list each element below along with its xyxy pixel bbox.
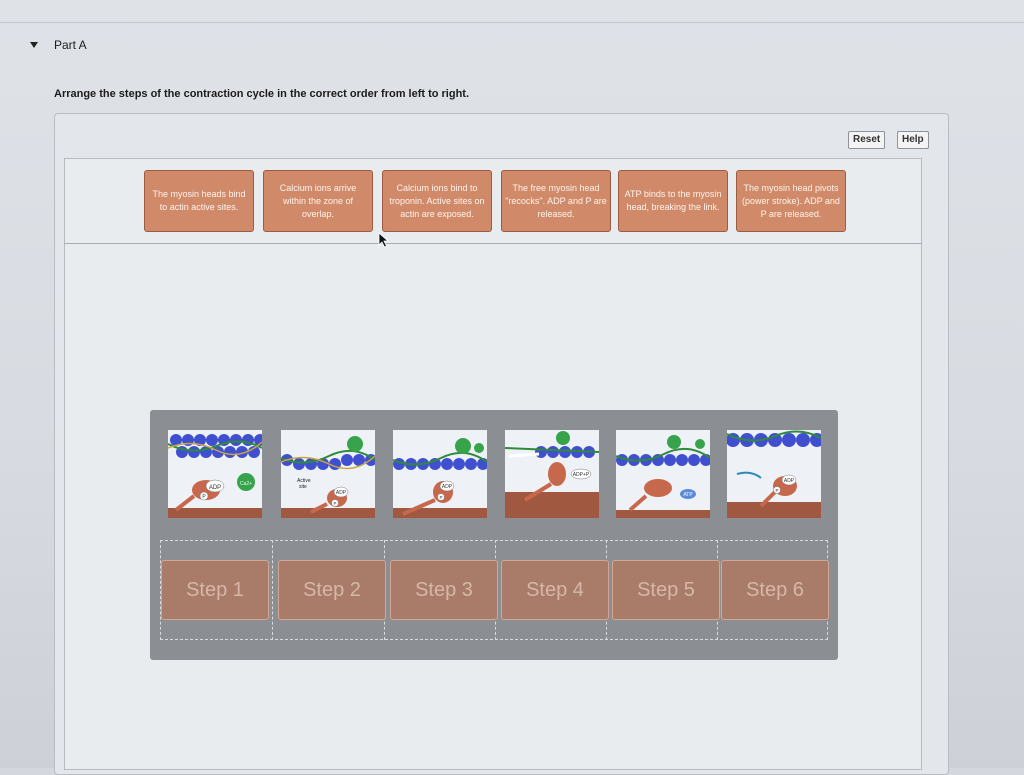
part-header[interactable]: Part A bbox=[30, 38, 87, 52]
instruction-text: Arrange the steps of the contraction cyc… bbox=[54, 88, 470, 100]
reset-button[interactable]: Reset bbox=[848, 131, 886, 149]
mouse-pointer-icon bbox=[378, 232, 390, 248]
step-drop-target[interactable]: Step 5 bbox=[612, 560, 720, 620]
step-illustration-6: ADP P bbox=[727, 430, 821, 518]
drop-zone-divider bbox=[272, 540, 274, 640]
step-illustration-5: ATP bbox=[616, 430, 710, 518]
svg-text:Ca2+: Ca2+ bbox=[240, 481, 252, 487]
svg-text:P: P bbox=[333, 501, 336, 506]
svg-text:ADP: ADP bbox=[442, 484, 453, 490]
step-illustration-1: ADP P Ca2+ bbox=[168, 430, 262, 518]
step-drop-target[interactable]: Step 2 bbox=[278, 560, 386, 620]
tile-bank-divider bbox=[64, 243, 922, 244]
svg-text:P: P bbox=[202, 494, 206, 500]
answer-tile[interactable]: ATP binds to the myosin head, breaking t… bbox=[618, 170, 728, 232]
caret-down-icon[interactable] bbox=[30, 42, 38, 48]
answer-tile[interactable]: Calcium ions arrive within the zone of o… bbox=[263, 170, 373, 232]
answer-tile[interactable]: The free myosin head "recocks". ADP and … bbox=[501, 170, 611, 232]
svg-text:site: site bbox=[299, 484, 307, 490]
answer-tile[interactable]: The myosin heads bind to actin active si… bbox=[144, 170, 254, 232]
svg-text:P: P bbox=[775, 488, 778, 493]
svg-text:ADP: ADP bbox=[336, 490, 347, 496]
step-illustration-4: ADP+P bbox=[505, 430, 599, 518]
answer-tile[interactable]: The myosin head pivots (power stroke). A… bbox=[736, 170, 846, 232]
svg-text:Active: Active bbox=[297, 478, 311, 484]
step-drop-target[interactable]: Step 3 bbox=[390, 560, 498, 620]
part-title: Part A bbox=[54, 38, 87, 52]
help-button[interactable]: Help bbox=[897, 131, 929, 149]
svg-text:ATP: ATP bbox=[683, 492, 693, 498]
step-illustration-3: ADP P bbox=[393, 430, 487, 518]
step-drop-target[interactable]: Step 4 bbox=[501, 560, 609, 620]
svg-text:P: P bbox=[439, 495, 442, 500]
svg-text:ADP+P: ADP+P bbox=[573, 472, 590, 478]
answer-tile[interactable]: Calcium ions bind to troponin. Active si… bbox=[382, 170, 492, 232]
step-illustration-2: Active site ADP P bbox=[281, 430, 375, 518]
svg-text:ADP: ADP bbox=[784, 478, 795, 484]
header-divider bbox=[0, 22, 1024, 23]
step-drop-target[interactable]: Step 1 bbox=[161, 560, 269, 620]
svg-text:ADP: ADP bbox=[209, 485, 221, 491]
step-drop-target[interactable]: Step 6 bbox=[721, 560, 829, 620]
